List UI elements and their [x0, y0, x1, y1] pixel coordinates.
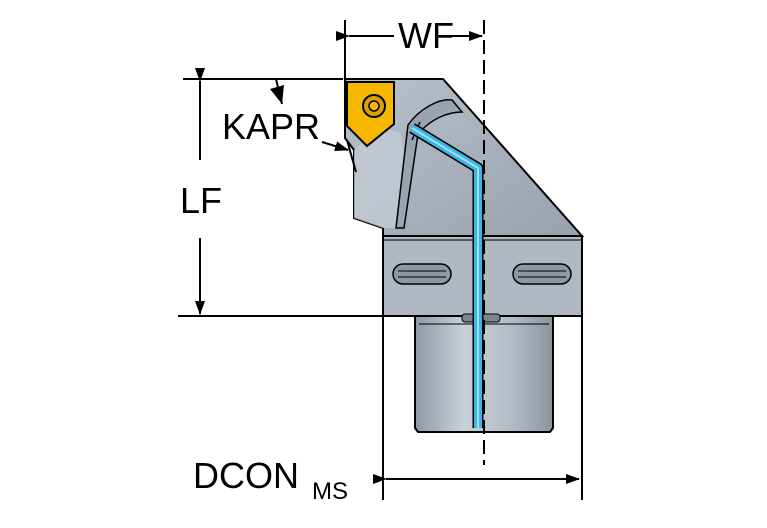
kapr-label: KAPR: [222, 106, 320, 147]
slot-right: [512, 263, 572, 285]
dcon-subscript: MS: [312, 478, 348, 505]
tool-body: [344, 78, 585, 433]
slot-left: [392, 263, 452, 285]
dimension-lines: [178, 20, 583, 500]
dcon-label: DCON: [193, 455, 299, 496]
cutting-insert-icon: [346, 81, 395, 148]
wf-label: WF: [398, 15, 454, 56]
lf-label: LF: [180, 180, 222, 221]
tool-head-face: [354, 128, 405, 228]
